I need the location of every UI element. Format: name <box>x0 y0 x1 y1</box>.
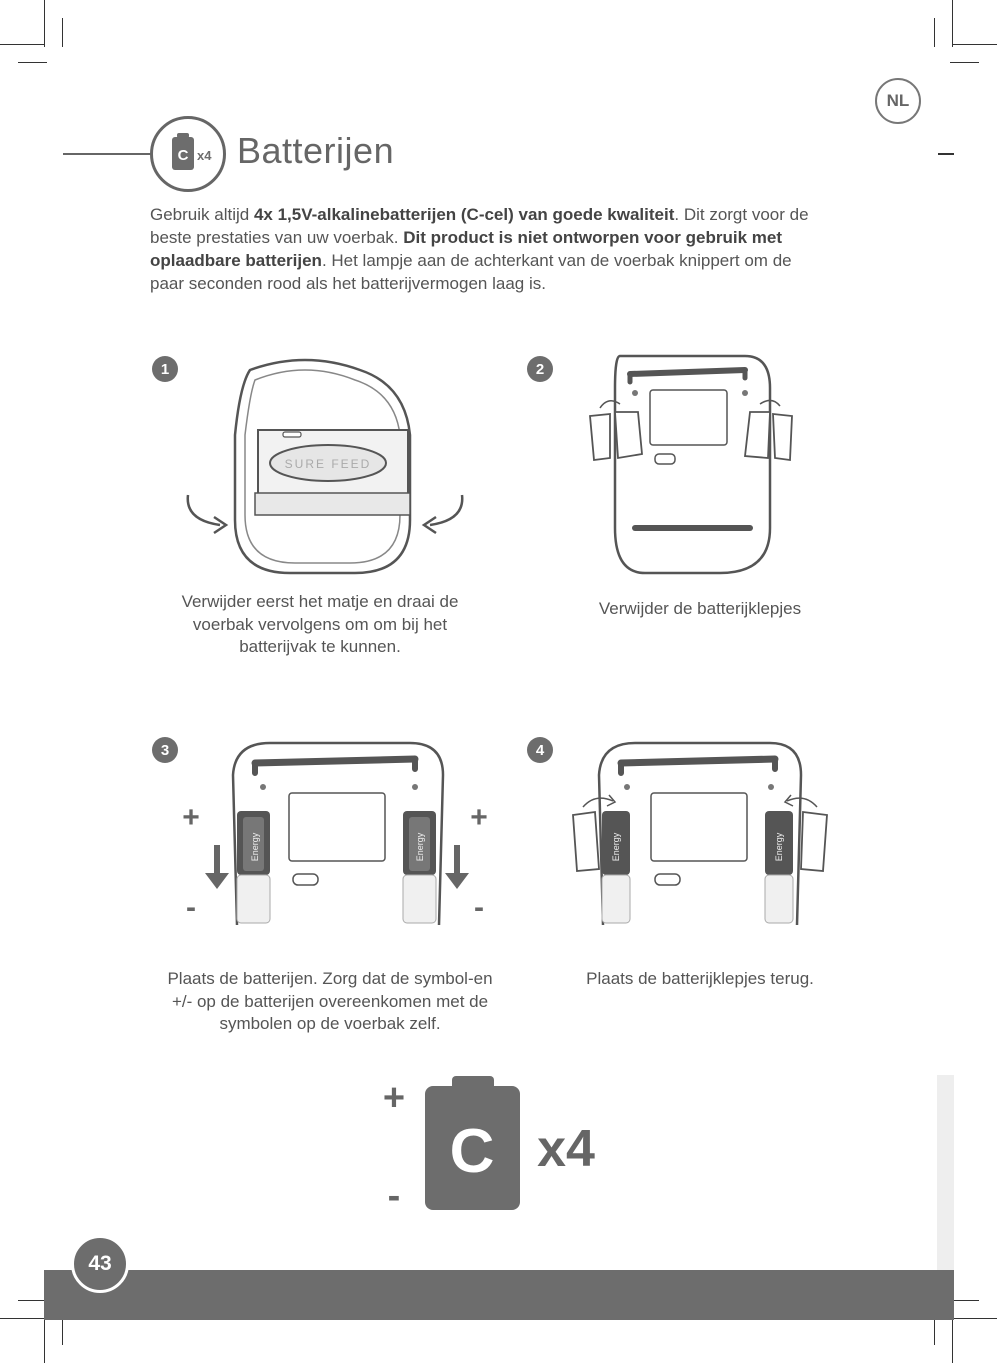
battery-label: Energy <box>250 832 260 861</box>
plus-sign: + <box>383 1077 405 1119</box>
crop-mark <box>0 44 44 45</box>
page-number: 43 <box>71 1235 129 1293</box>
step-caption: Verwijder eerst het matje en draai de vo… <box>181 592 459 656</box>
battery-icon-count: x4 <box>197 148 212 163</box>
margin-tick <box>938 153 954 155</box>
crop-mark <box>950 1300 979 1301</box>
crop-mark <box>934 1316 935 1345</box>
language-badge: NL <box>875 78 921 124</box>
crop-mark <box>62 1316 63 1345</box>
crop-mark <box>62 18 63 47</box>
crop-mark <box>44 0 45 47</box>
crop-mark <box>18 62 47 63</box>
feeder-flip-illustration: SURE FEED <box>186 358 464 575</box>
replace-covers-illustration: Energy Energy <box>572 741 828 926</box>
battery-type-letter: C <box>450 1117 495 1186</box>
section-icon-circle: C x4 <box>150 116 226 192</box>
plus-sign: + <box>182 801 200 834</box>
crop-mark <box>18 1300 47 1301</box>
minus-sign: - <box>388 1175 401 1217</box>
footer-bar <box>44 1270 954 1320</box>
side-strip <box>937 1075 954 1270</box>
crop-mark <box>952 1316 953 1363</box>
intro-text: Gebruik altijd <box>150 205 254 224</box>
step-caption: Plaats de batterijklepjes terug. <box>586 969 814 988</box>
minus-sign: - <box>474 891 484 924</box>
battery-icon: C x4 <box>172 133 212 170</box>
battery-label: Energy <box>415 832 425 861</box>
battery-label: Energy <box>611 832 621 861</box>
battery-icon-letter: C <box>178 147 189 164</box>
crop-mark <box>0 1318 44 1319</box>
step-caption: Plaats de batterijen. Zorg dat de symbol… <box>167 969 493 1033</box>
crop-mark <box>952 0 953 47</box>
crop-mark <box>44 1316 45 1363</box>
crop-mark <box>950 62 979 63</box>
step-number: 3 <box>152 737 178 763</box>
minus-sign: - <box>186 891 196 924</box>
product-label: SURE FEED <box>285 457 372 471</box>
title-rule <box>63 153 153 155</box>
intro-text: . Dit zorgt voor de beste prestaties van… <box>150 205 809 247</box>
intro-bold: Dit product is niet ontworpen voor gebru… <box>150 228 782 270</box>
step-number: 1 <box>152 356 178 382</box>
step-number: 4 <box>527 737 553 763</box>
plus-sign: + <box>470 801 488 834</box>
crop-mark <box>953 1318 997 1319</box>
intro-bold: 4x 1,5V-alkalinebatterijen (C-cel) van g… <box>253 205 675 224</box>
crop-mark <box>934 18 935 47</box>
crop-mark <box>953 44 997 45</box>
intro-text: . Het lampje aan de achterkant van de vo… <box>150 251 792 293</box>
battery-c-x4-graphic: + - C x4 <box>383 1076 595 1217</box>
battery-count: x4 <box>537 1120 595 1178</box>
step-caption: Verwijder de batterijklepjes <box>598 599 802 618</box>
insert-batteries-illustration: Energy Energy + - + - <box>182 741 488 926</box>
remove-covers-illustration <box>589 354 793 575</box>
battery-label: Energy <box>774 832 784 861</box>
step-number: 2 <box>527 356 553 382</box>
intro-paragraph: Gebruik altijd 4x 1,5V-alkalinebatterije… <box>150 203 820 295</box>
section-title: Batterijen <box>237 130 395 171</box>
